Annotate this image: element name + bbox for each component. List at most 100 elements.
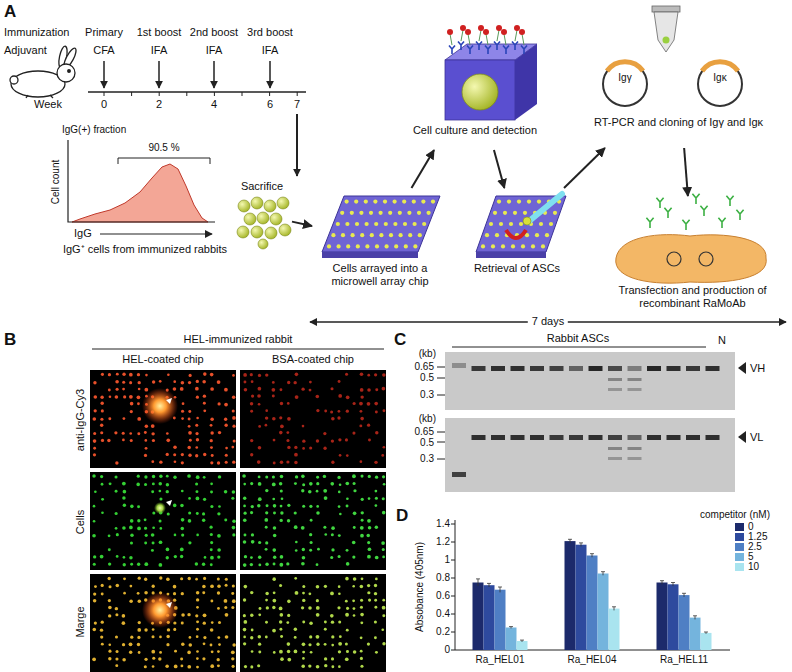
cell-spot <box>244 381 247 384</box>
cell-spot <box>122 388 125 391</box>
antibody <box>700 206 707 216</box>
cell-spot <box>309 635 312 638</box>
chip-cell <box>531 244 535 248</box>
cell-spot <box>181 461 184 464</box>
step-caption: Retrieval of ASCs <box>462 262 572 275</box>
cell-spot <box>210 418 214 422</box>
cell-spot <box>346 629 349 632</box>
cell-spot <box>338 665 341 668</box>
cell-spot <box>295 541 298 544</box>
cell-spot <box>346 410 349 413</box>
chip-cell <box>393 222 397 226</box>
row-heading: Cells <box>74 510 87 534</box>
cell-spot <box>129 373 133 377</box>
secreted-antibodies <box>646 194 743 230</box>
cell-spot <box>302 657 305 660</box>
cell-spot <box>251 394 254 397</box>
cell-spot <box>152 628 155 631</box>
cell-spot <box>137 373 140 376</box>
antigen <box>519 29 525 35</box>
adjuvant-label: IFA <box>262 44 279 57</box>
cell-spot <box>250 665 253 668</box>
cell-spot <box>310 541 313 544</box>
cell-spot <box>108 577 111 580</box>
cell-spot <box>211 650 214 653</box>
cell-spot <box>218 475 221 478</box>
cell-spot <box>188 512 191 515</box>
cell-spot <box>331 665 334 668</box>
cell-spot <box>360 621 363 624</box>
gel-bands <box>452 363 720 477</box>
cell-spot <box>316 409 319 412</box>
cell-spot <box>138 599 142 603</box>
chip-cell <box>501 244 505 248</box>
cell-spot <box>196 380 199 383</box>
cell-spot <box>144 591 148 595</box>
cell-spot <box>366 534 370 538</box>
size-marker: 0.5 <box>420 437 434 449</box>
column-heading: HEL-coated chip <box>122 353 203 366</box>
cell-spot <box>316 585 320 589</box>
cell-spot <box>136 483 140 487</box>
antibody <box>521 46 527 55</box>
chart-axes <box>455 520 730 650</box>
cell-spot <box>265 621 268 624</box>
antigen <box>460 25 466 31</box>
cell-spot <box>137 527 141 531</box>
gate-bracket <box>118 158 210 164</box>
legend-swatch <box>735 563 744 571</box>
antigen <box>483 29 489 35</box>
data-bar <box>587 556 598 651</box>
cell-spot <box>196 598 199 601</box>
cell-spot <box>218 621 221 624</box>
chip-cell <box>491 244 495 248</box>
chip-cell <box>541 244 545 248</box>
cell-spot <box>293 381 296 384</box>
cell-spot <box>316 613 320 617</box>
cell-spot <box>188 381 191 384</box>
cell-spot <box>188 410 191 413</box>
cell-spot <box>203 372 207 376</box>
cell-spot <box>251 540 255 544</box>
cell-spot <box>287 402 290 405</box>
cell-spot <box>374 461 377 464</box>
gel-image <box>445 418 735 492</box>
cell-spot <box>375 526 378 529</box>
cell-spot <box>310 651 313 654</box>
cell-spot <box>188 519 192 523</box>
cell-spot <box>266 606 269 609</box>
data-bar <box>576 545 587 650</box>
cell-spot <box>94 395 98 399</box>
cell-spot <box>109 396 112 399</box>
legend-swatch <box>735 543 744 551</box>
panel-letter: A <box>4 2 16 22</box>
cell-spot <box>217 380 221 384</box>
cell-spot <box>130 519 134 523</box>
cell-spot <box>101 409 104 412</box>
antigen-linker <box>450 34 452 45</box>
cell-spot <box>210 431 213 434</box>
cell-spot <box>174 650 177 653</box>
cell-spot <box>93 381 96 384</box>
cell-spot <box>217 650 220 653</box>
cell-spot <box>203 636 206 639</box>
cell-spot <box>189 636 192 639</box>
legend-text: 0 <box>748 522 754 532</box>
chip-cell <box>379 211 383 215</box>
cell-spot <box>100 475 103 478</box>
chip-cell <box>413 222 417 226</box>
chip-cell <box>412 200 416 204</box>
antibody <box>646 218 653 228</box>
group-heading: HEL-immunized rabbit <box>184 333 293 346</box>
cell-spot <box>130 563 133 566</box>
dna-band <box>589 366 603 371</box>
antigen-linker <box>461 30 463 41</box>
cell-spot <box>331 533 334 536</box>
cell-spot <box>187 665 191 669</box>
cell-spot <box>353 577 357 581</box>
cell-spot <box>232 643 235 646</box>
cell-spot <box>302 621 305 624</box>
antibody <box>656 198 663 208</box>
pointer-arrowhead <box>166 398 172 404</box>
antibody <box>476 42 482 51</box>
